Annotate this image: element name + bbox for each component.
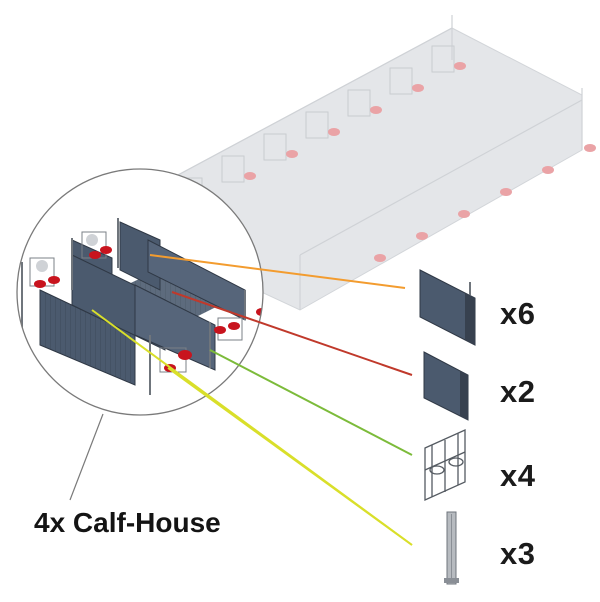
ghost-gate bbox=[389, 67, 413, 95]
quantity-long-panel: x6 bbox=[500, 296, 536, 331]
ghost-gate bbox=[221, 155, 245, 183]
quantity-support-post: x3 bbox=[500, 536, 536, 571]
ghost-gate bbox=[263, 133, 287, 161]
ghost-bucket bbox=[374, 254, 386, 262]
zoom-detail bbox=[16, 168, 264, 501]
front-gate-icon bbox=[424, 428, 466, 502]
leader-line-front-gate bbox=[209, 349, 413, 456]
quantity-short-panel: x2 bbox=[500, 374, 536, 409]
background-calf-row bbox=[149, 15, 596, 311]
caption-calf-house: 4x Calf-House bbox=[34, 507, 221, 538]
leader-line-post-b bbox=[167, 367, 413, 546]
ghost-gate bbox=[347, 89, 371, 117]
short-panel-icon bbox=[423, 351, 469, 421]
ghost-bucket bbox=[416, 232, 428, 240]
ghost-bucket bbox=[286, 150, 298, 158]
leader-line-short-panel bbox=[171, 291, 413, 376]
ghost-bucket bbox=[500, 188, 512, 196]
ghost-bucket bbox=[458, 210, 470, 218]
ghost-gate bbox=[431, 45, 455, 73]
ghost-bucket bbox=[542, 166, 554, 174]
ghost-bucket bbox=[370, 106, 382, 114]
leader-line-long-panel bbox=[149, 254, 406, 289]
ghost-bucket bbox=[454, 62, 466, 70]
ghost-bucket bbox=[328, 128, 340, 136]
ghost-bucket bbox=[412, 84, 424, 92]
leader-lines bbox=[91, 254, 413, 546]
quantity-front-gate: x4 bbox=[500, 458, 536, 493]
ghost-bucket bbox=[584, 144, 596, 152]
ghost-bucket bbox=[244, 172, 256, 180]
ghost-gate bbox=[305, 111, 329, 139]
support-post-icon bbox=[444, 511, 459, 585]
long-panel-icon bbox=[419, 269, 476, 346]
